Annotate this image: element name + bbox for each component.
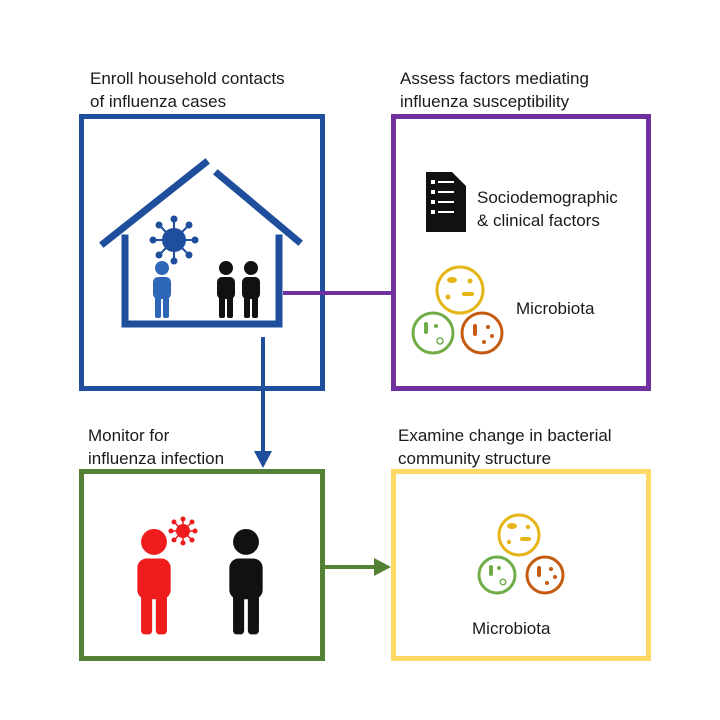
contact-person-icon [217,261,235,318]
sociodemographic-label: Sociodemographic & clinical factors [477,188,618,230]
microbiota-icon [477,513,565,595]
assess-panel [391,114,651,391]
microbiota-icon [411,265,504,355]
monitor-to-examine-arrow [322,558,391,576]
monitor-panel-title: Monitor for influenza infection [88,426,225,468]
virus-icon [168,516,198,546]
enroll-panel-title: Enroll household contacts of influenza c… [90,69,285,111]
questionnaire-icon [426,172,466,232]
infected-person-icon [137,528,171,635]
enroll-panel [79,114,325,391]
contact-person-icon [242,261,260,318]
virus-icon [149,215,199,265]
uninfected-person-icon [229,528,263,635]
index-case-person-icon [153,261,171,318]
enroll-to-monitor-arrow [254,337,272,468]
house-icon [99,158,303,328]
assess-microbiota-label: Microbiota [516,299,595,318]
examine-panel [391,469,651,661]
examine-panel-title: Examine change in bacterial community st… [398,426,612,468]
examine-microbiota-label: Microbiota [472,619,551,638]
assess-panel-title: Assess factors mediating influenza susce… [400,69,589,111]
